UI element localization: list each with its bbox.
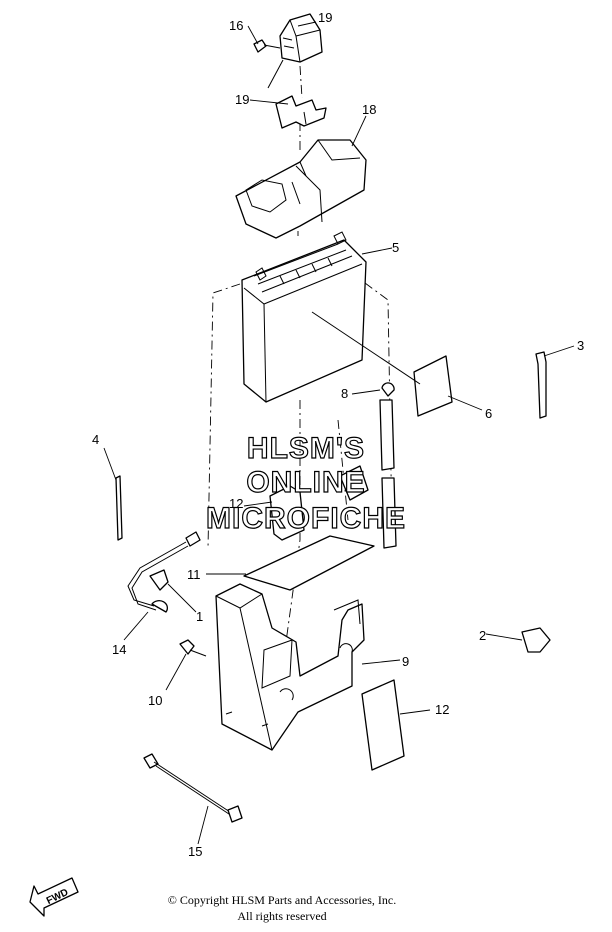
callout-19: 19 (235, 92, 249, 107)
watermark-line-2: ONLINE (246, 466, 365, 499)
callout-10: 10 (148, 693, 162, 708)
callout-labels: 19 16 19 18 5 3 4 8 6 12 11 1 14 10 2 9 … (92, 10, 584, 859)
watermark-line-1: HLSM'S (247, 432, 365, 465)
callout-8: 8 (341, 386, 348, 401)
part-10-bolt (179, 639, 207, 657)
part-16-relay-block (267, 13, 323, 89)
fwd-arrow-icon: FWD (29, 877, 79, 917)
watermark: HLSM'S ONLINE MICROFICHE (205, 431, 406, 535)
part-14-cable (127, 531, 201, 613)
copyright-line-1: © Copyright HLSM Parts and Accessories, … (168, 893, 396, 907)
callout-3: 3 (577, 338, 584, 353)
watermark-line-3: MICROFICHE (206, 502, 406, 535)
callout-5: 5 (392, 240, 399, 255)
callout-9: 9 (402, 654, 409, 669)
part-18-battery-cover (235, 139, 367, 239)
part-19-bracket (275, 95, 327, 129)
part-2-clamp (521, 627, 551, 653)
part-8-clip (381, 382, 395, 397)
callout-11: 12 (435, 702, 449, 717)
copyright: © Copyright HLSM Parts and Accessories, … (168, 893, 396, 923)
callout-1: 1 (196, 609, 203, 624)
part-1-terminal (149, 569, 169, 591)
callout-17: 16 (229, 18, 243, 33)
vent-tube (379, 399, 397, 549)
part-9-battery-case (215, 583, 365, 751)
callout-6: 6 (485, 406, 492, 421)
callout-12: 11 (187, 567, 201, 582)
callout-13: 12 (229, 496, 243, 511)
part-4-strap (115, 475, 123, 541)
callout-2: 2 (479, 628, 486, 643)
callout-4: 4 (92, 432, 99, 447)
part-12-mat (243, 535, 375, 591)
part-15-lead-wire (143, 753, 243, 823)
part-13-holder (269, 465, 369, 541)
part-11-pad (361, 679, 405, 771)
callout-18: 18 (362, 102, 376, 117)
callout-16: 19 (318, 10, 332, 25)
copyright-line-2: All rights reserved (237, 909, 326, 923)
part-6-pad (311, 311, 453, 417)
part-17-screw (253, 39, 281, 53)
part-3-strap (535, 351, 547, 419)
callout-15: 15 (188, 844, 202, 859)
leader-lines (103, 21, 575, 845)
callout-14: 14 (112, 642, 126, 657)
part-5-battery (241, 231, 367, 403)
